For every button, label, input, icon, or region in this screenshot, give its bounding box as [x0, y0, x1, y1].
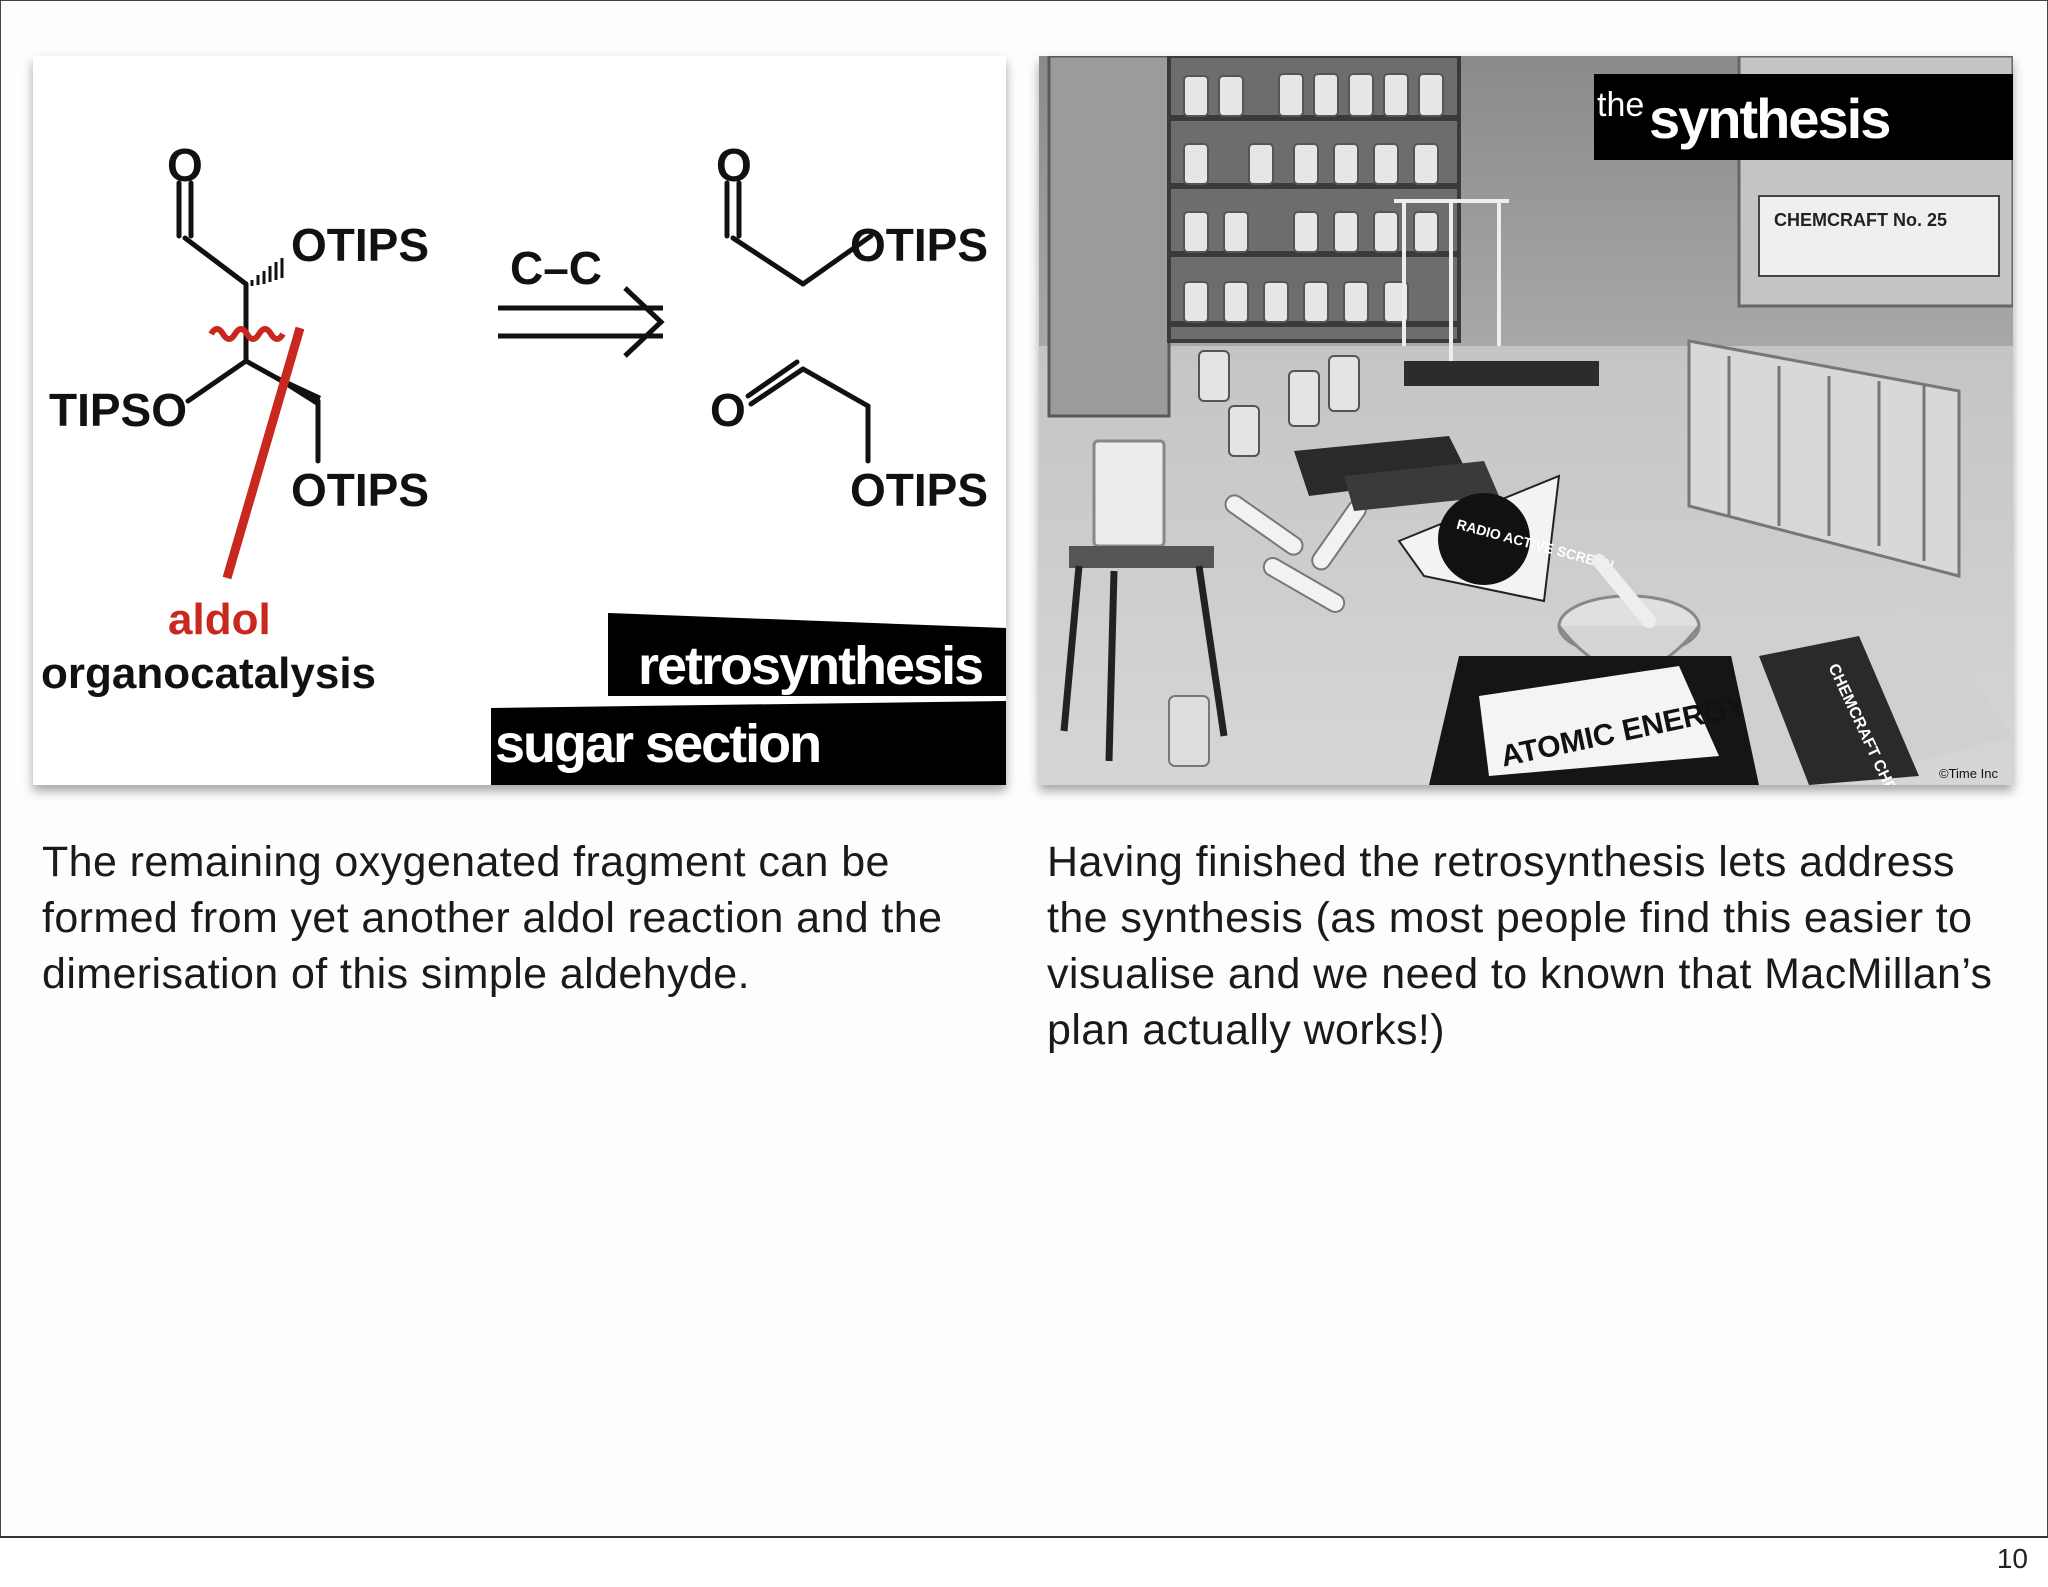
sugar-section-banner-text: sugar section — [495, 714, 820, 774]
balance-scale — [1394, 199, 1509, 366]
beaker-on-tripod — [1060, 439, 1228, 762]
aldol-pointer-line — [222, 326, 305, 580]
atomic-energy-booklet: ATOMIC ENERGY — [1429, 656, 1759, 785]
synthesis-banner — [1594, 74, 2013, 160]
fragment-bonds — [724, 180, 874, 464]
fragment-1-oxygen-label: O — [716, 139, 752, 191]
fragment-2-otips-label: OTIPS — [850, 464, 988, 516]
retrosynthesis-banner — [608, 613, 1006, 696]
sugar-section-banner — [491, 701, 1006, 785]
bond-type-label: C–C — [510, 242, 602, 294]
retrosynthetic-arrow — [498, 286, 665, 358]
hashed-wedge — [250, 258, 284, 286]
cards-on-floor — [1294, 436, 1499, 511]
otips-label-bottom: OTIPS — [291, 464, 429, 516]
burner — [1168, 695, 1210, 767]
retrosynthesis-banner-text: retrosynthesis — [638, 636, 982, 696]
chemcraft-panel-label: CHEMCRAFT No. 25 — [1774, 210, 1947, 230]
right-caption: Having finished the retrosynthesis lets … — [1047, 838, 1993, 1054]
retrosynthesis-slide: O OTIPS TIPSO OTIPS C–C O OTIPS O OTIPS … — [33, 56, 1006, 785]
tipso-label: TIPSO — [49, 384, 187, 436]
fragment-1-otips-label: OTIPS — [850, 219, 988, 271]
chemistry-set-photo-slide: CHEMCRAFT No. 25 — [1039, 56, 2013, 785]
page-number: 10 — [1996, 1543, 2028, 1574]
synthesis-banner-text: synthesis — [1649, 87, 1889, 150]
mortar-and-pestle — [1557, 554, 1701, 673]
fragment-2-oxygen-label: O — [710, 384, 746, 436]
lying-test-tubes — [1224, 494, 1367, 613]
organocatalysis-label: organocatalysis — [41, 649, 376, 698]
photo-credit: ©Time Inc — [1939, 766, 1998, 781]
disconnection-squiggle — [208, 326, 286, 342]
aldol-label: aldol — [168, 595, 271, 644]
test-tube-rack — [1687, 339, 1961, 578]
synthesis-banner-small-text: the — [1597, 86, 1644, 124]
left-caption: The remaining oxygenated fragment can be… — [42, 838, 943, 998]
carbonyl-oxygen-label: O — [167, 139, 203, 191]
balance-base — [1404, 361, 1599, 386]
bottle-shelves — [1047, 56, 1461, 418]
chemistry-set-photo: CHEMCRAFT No. 25 — [1039, 56, 2013, 785]
retrosynthesis-scheme: O OTIPS TIPSO OTIPS C–C O OTIPS O OTIPS … — [41, 139, 1006, 785]
floor-bottles — [1198, 350, 1360, 457]
chemical-magic-booklet: CHEMCRAFT CHEMICAL MAGIC — [1729, 606, 2013, 785]
otips-label-top: OTIPS — [291, 219, 429, 271]
